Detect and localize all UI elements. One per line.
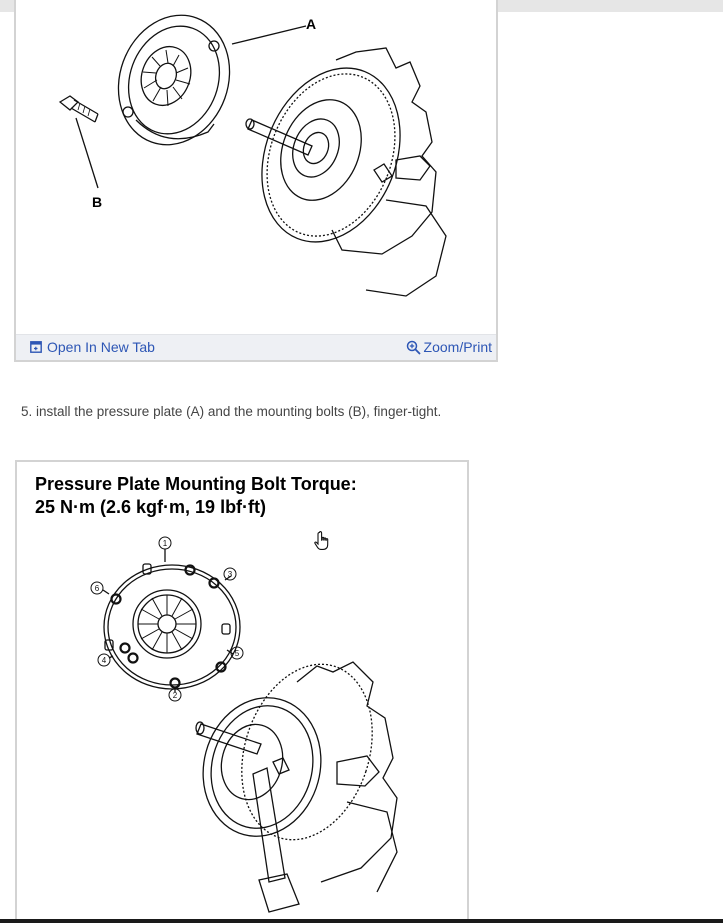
bolt-number-5: 5 xyxy=(235,649,240,658)
hand-pointer-icon xyxy=(314,530,329,550)
torque-spec-title: Pressure Plate Mounting Bolt Torque: 25 … xyxy=(35,473,357,519)
bolt-number-2: 2 xyxy=(173,691,178,700)
torque-spec-line-2: 25 N·m (2.6 kgf·m, 19 lbf·ft) xyxy=(35,497,267,517)
zoom-print-link[interactable]: Zoom/Print xyxy=(406,339,492,355)
callout-a-label: A xyxy=(306,16,316,32)
open-in-new-tab-icon xyxy=(30,341,42,353)
bolt-number-6: 6 xyxy=(95,584,100,593)
callout-b-label: B xyxy=(92,194,102,210)
figure-card-torque-spec: 1 2 3 4 5 6 Pressure Plate Mounting Bolt… xyxy=(15,460,469,923)
torque-sequence-illustration: 1 2 3 4 5 6 xyxy=(90,536,398,913)
bolt-number-1: 1 xyxy=(163,539,168,548)
open-in-new-tab-link[interactable]: Open In New Tab xyxy=(30,339,155,355)
bolt-number-3: 3 xyxy=(228,570,233,579)
figure-toolbar: Open In New Tab Zoom/Print xyxy=(16,334,496,360)
zoom-print-label: Zoom/Print xyxy=(423,339,492,355)
step-instruction: 5. install the pressure plate (A) and th… xyxy=(21,404,442,419)
bolt-number-4: 4 xyxy=(102,656,107,665)
clutch-pressure-plate-illustration: A B xyxy=(58,14,447,297)
bottom-edge xyxy=(0,919,723,923)
zoom-in-icon xyxy=(406,340,421,355)
figure-card-clutch-install: A B Open In New Tab Zoom/Print xyxy=(14,0,498,362)
torque-spec-line-1: Pressure Plate Mounting Bolt Torque: xyxy=(35,474,357,494)
open-in-new-tab-label: Open In New Tab xyxy=(47,339,155,355)
